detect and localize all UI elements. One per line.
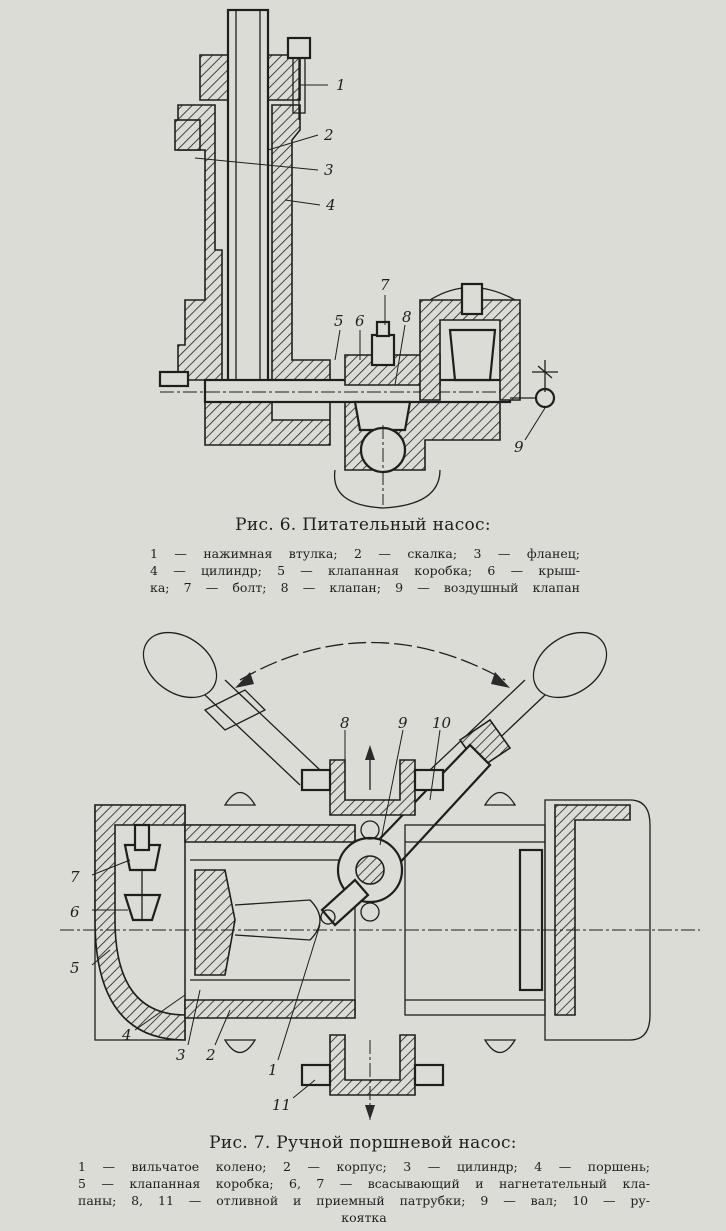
fig6-label-3: 3 bbox=[324, 161, 334, 179]
fig7-legend-line: 1 — вильчатое колено; 2 — корпус; 3 — ци… bbox=[78, 1159, 650, 1174]
fig7-legend-line: 5 — клапанная коробка; 6, 7 — всасывающи… bbox=[78, 1176, 650, 1191]
handle-swing-arc bbox=[239, 641, 506, 681]
fig7-label-3: 3 bbox=[176, 1046, 186, 1064]
fig7-legend-line: коятка bbox=[341, 1210, 387, 1225]
fig7-label-10: 10 bbox=[432, 714, 452, 732]
fig7-label-6: 6 bbox=[70, 903, 80, 921]
figure-7-legend: 1 — вильчатое колено; 2 — корпус; 3 — ци… bbox=[78, 1158, 650, 1226]
fig6-label-2: 2 bbox=[323, 126, 334, 144]
cylinder-top-wall bbox=[184, 824, 356, 843]
fig6-label-6: 6 bbox=[355, 312, 365, 330]
hand-pump-drawing: 8 9 10 7 6 5 4 3 2 1 11 bbox=[60, 631, 700, 1120]
fig6-legend-line: 4 — цилиндр; 5 — клапанная коробка; 6 — … bbox=[150, 563, 580, 578]
figure-6-drawing: 1 2 3 4 5 6 7 8 9 bbox=[0, 0, 726, 515]
fig7-label-7: 7 bbox=[70, 868, 80, 886]
figure-6-legend: 1 — нажимная втулка; 2 — скалка; 3 — фла… bbox=[150, 545, 580, 596]
right-cover bbox=[554, 804, 631, 1016]
fig7-label-11: 11 bbox=[272, 1096, 291, 1114]
handle-knob-left bbox=[142, 631, 218, 699]
plunger bbox=[226, 8, 270, 392]
fig7-legend-line: паны; 8, 11 — отливной и приемный патруб… bbox=[78, 1193, 650, 1208]
feed-pump-drawing: 1 2 3 4 5 6 7 8 9 bbox=[158, 8, 558, 509]
top-valve-nut bbox=[460, 282, 484, 316]
intake-pipe bbox=[329, 1034, 416, 1096]
fig6-label-5: 5 bbox=[334, 312, 344, 330]
flange-block bbox=[174, 119, 201, 151]
fig6-label-7: 7 bbox=[380, 276, 390, 294]
top-valve bbox=[448, 328, 497, 382]
fig6-legend-line: 1 — нажимная втулка; 2 — скалка; 3 — фла… bbox=[150, 546, 580, 561]
figure-7-drawing: 8 9 10 7 6 5 4 3 2 1 11 bbox=[0, 620, 726, 1130]
fig7-label-9: 9 bbox=[398, 714, 408, 732]
fig6-label-4: 4 bbox=[325, 196, 336, 214]
piston bbox=[194, 869, 236, 976]
lower-valve bbox=[353, 400, 412, 432]
stud-nut bbox=[286, 36, 312, 60]
fig7-label-5: 5 bbox=[70, 959, 80, 977]
handle-knob-right bbox=[532, 631, 608, 699]
fig7-label-2: 2 bbox=[205, 1046, 216, 1064]
side-bolt bbox=[158, 370, 190, 388]
figure-7-title: Рис. 7. Ручной поршневой насос: bbox=[209, 1133, 517, 1153]
fig7-label-1: 1 bbox=[268, 1061, 278, 1079]
air-valve-box bbox=[419, 299, 521, 401]
fig6-legend-line: ка; 7 — болт; 8 — клапан; 9 — воздушный … bbox=[150, 580, 580, 595]
pump-base bbox=[204, 399, 501, 471]
fig6-label-1: 1 bbox=[336, 76, 346, 94]
fig7-label-4: 4 bbox=[121, 1026, 132, 1044]
fig6-label-9: 9 bbox=[514, 438, 524, 456]
fig6-label-8: 8 bbox=[402, 308, 412, 326]
valve-bolt bbox=[370, 333, 396, 367]
fig7-label-8: 8 bbox=[340, 714, 350, 732]
shaft bbox=[355, 855, 385, 885]
figure-6-title: Рис. 6. Питательный насос: bbox=[235, 515, 491, 535]
cylinder-bottom-wall bbox=[184, 999, 356, 1019]
discharge-pipe bbox=[329, 759, 416, 816]
